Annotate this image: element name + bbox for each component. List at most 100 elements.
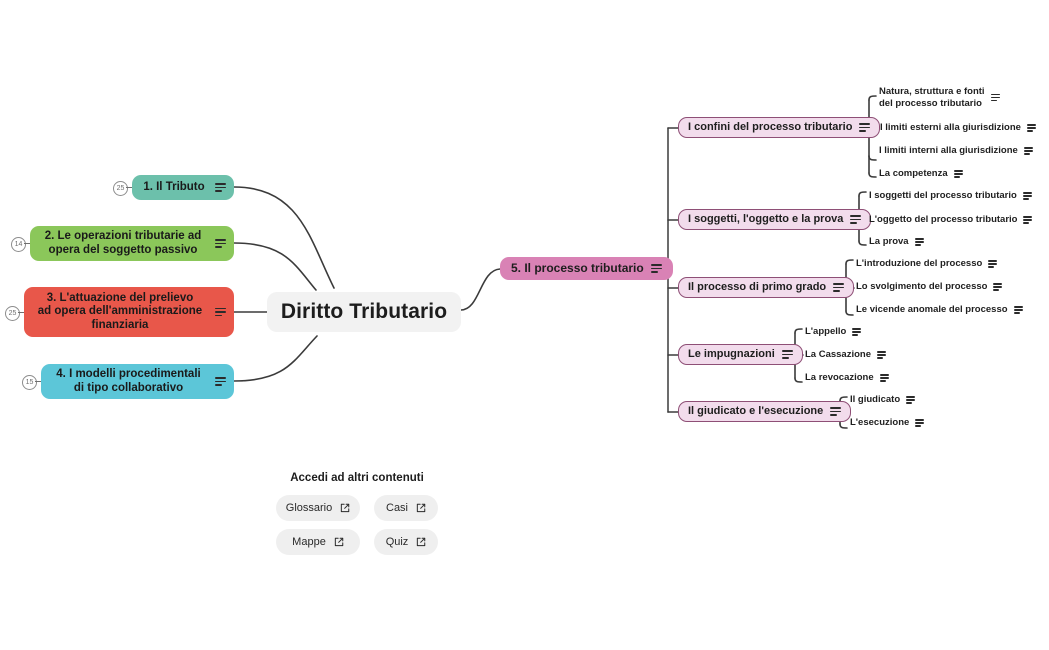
badge-tributo: 25 — [113, 181, 128, 196]
notes-lines-icon[interactable] — [1026, 123, 1036, 132]
main-branch-operazioni[interactable]: 2. Le operazioni tributarie ad opera del… — [30, 226, 234, 261]
main-branch-modelli-label: 4. I modelli procedimentali di tipo coll… — [56, 367, 201, 394]
notes-lines-icon[interactable] — [830, 407, 842, 416]
leaf-label: La Cassazione — [805, 349, 871, 360]
sub-branch-primogrado-label: Il processo di primo grado — [688, 281, 827, 294]
leaf-soggetti-processo[interactable]: I soggetti del processo tributario — [869, 190, 1032, 202]
leaf-label: Le vicende anomale del processo — [856, 304, 1008, 315]
sub-branch-confini-label: I confini del processo tributario — [688, 121, 853, 134]
casi-button[interactable]: Casi — [374, 495, 438, 521]
badge-stem-modelli — [35, 381, 41, 383]
notes-lines-icon[interactable] — [993, 282, 1003, 291]
leaf-introduzione-processo[interactable]: L'introduzione del processo — [856, 258, 998, 270]
leaf-label: I limiti interni alla giurisdizione — [879, 145, 1018, 156]
notes-lines-icon[interactable] — [833, 283, 845, 292]
leaf-label: Il giudicato — [850, 394, 901, 405]
external-link-icon — [334, 537, 344, 547]
leaf-cassazione[interactable]: La Cassazione — [805, 349, 886, 361]
leaf-label: L'esecuzione — [850, 417, 910, 428]
notes-lines-icon[interactable] — [215, 377, 226, 386]
center-node[interactable]: Diritto Tributario — [267, 292, 461, 332]
sub-branch-giudicato[interactable]: Il giudicato e l'esecuzione — [678, 401, 852, 422]
sub-branch-confini[interactable]: I confini del processo tributario — [678, 117, 881, 138]
main-branch-tributo-label: 1. Il Tributo — [143, 180, 205, 193]
leaf-limiti-interni[interactable]: I limiti interni alla giurisdizione — [879, 145, 1033, 157]
glossario-button[interactable]: Glossario — [276, 495, 360, 521]
notes-lines-icon[interactable] — [859, 123, 871, 132]
leaf-vicende-anomale[interactable]: Le vicende anomale del processo — [856, 304, 1023, 316]
leaf-label: L'appello — [805, 326, 847, 337]
leaf-revocazione[interactable]: La revocazione — [805, 372, 889, 384]
notes-lines-icon[interactable] — [1022, 191, 1032, 200]
main-branch-modelli[interactable]: 4. I modelli procedimentali di tipo coll… — [41, 364, 234, 399]
sub-branch-primogrado[interactable]: Il processo di primo grado — [678, 277, 855, 298]
notes-lines-icon[interactable] — [879, 373, 889, 382]
notes-lines-icon[interactable] — [877, 350, 886, 359]
badge-attuazione: 25 — [5, 306, 20, 321]
leaf-label: I limiti esterni alla giurisdizione — [880, 122, 1021, 133]
extras-title: Accedi ad altri contenuti — [290, 472, 424, 484]
leaf-label: Natura, struttura e fonti del processo t… — [879, 86, 985, 109]
leaf-giudicato[interactable]: Il giudicato — [850, 394, 916, 406]
notes-lines-icon[interactable] — [1023, 215, 1033, 224]
leaf-label: Lo svolgimento del processo — [856, 281, 988, 292]
notes-lines-icon[interactable] — [1013, 305, 1023, 314]
notes-lines-icon[interactable] — [990, 93, 1000, 102]
main-branch-processo[interactable]: 5. Il processo tributario — [500, 257, 673, 280]
notes-lines-icon[interactable] — [906, 395, 916, 404]
leaf-label: La competenza — [879, 168, 948, 179]
notes-lines-icon[interactable] — [988, 259, 998, 268]
notes-lines-icon[interactable] — [215, 183, 226, 192]
notes-lines-icon[interactable] — [215, 307, 226, 317]
leaf-label: L'introduzione del processo — [856, 258, 983, 269]
leaf-label: La revocazione — [805, 372, 874, 383]
notes-lines-icon[interactable] — [850, 215, 862, 224]
extras-row-1: Glossario Casi — [262, 495, 452, 521]
leaf-competenza[interactable]: La competenza — [879, 168, 963, 180]
leaf-svolgimento-processo[interactable]: Lo svolgimento del processo — [856, 281, 1003, 293]
mappe-label: Mappe — [292, 536, 326, 548]
leaf-limiti-esterni[interactable]: I limiti esterni alla giurisdizione — [880, 122, 1036, 134]
quiz-label: Quiz — [385, 536, 409, 548]
main-branch-operazioni-label: 2. Le operazioni tributarie ad opera del… — [44, 229, 202, 256]
badge-operazioni: 14 — [11, 237, 26, 252]
main-branch-processo-label: 5. Il processo tributario — [511, 261, 644, 276]
extras-panel: Accedi ad altri contenuti Glossario Casi — [262, 472, 452, 563]
notes-lines-icon[interactable] — [915, 418, 925, 427]
main-branch-tributo[interactable]: 1. Il Tributo — [132, 175, 234, 200]
leaf-oggetto-processo[interactable]: L'oggetto del processo tributario — [869, 214, 1033, 226]
notes-lines-icon[interactable] — [650, 264, 662, 273]
sub-branch-giudicato-label: Il giudicato e l'esecuzione — [688, 405, 824, 418]
extras-row-2: Mappe Quiz — [262, 529, 452, 555]
badge-stem-tributo — [126, 187, 132, 189]
leaf-esecuzione[interactable]: L'esecuzione — [850, 417, 925, 429]
leaf-appello[interactable]: L'appello — [805, 326, 862, 338]
leaf-label: I soggetti del processo tributario — [869, 190, 1017, 201]
glossario-label: Glossario — [285, 502, 333, 514]
sub-branch-impugnazioni-label: Le impugnazioni — [688, 348, 775, 361]
notes-lines-icon[interactable] — [215, 239, 226, 248]
leaf-natura-struttura-fonti[interactable]: Natura, struttura e fonti del processo t… — [879, 86, 1000, 110]
leaf-prova[interactable]: La prova — [869, 236, 924, 248]
notes-lines-icon[interactable] — [953, 169, 963, 178]
sub-branch-soggetti-label: I soggetti, l'oggetto e la prova — [688, 213, 844, 226]
casi-label: Casi — [386, 502, 409, 514]
leaf-label: La prova — [869, 236, 909, 247]
notes-lines-icon[interactable] — [914, 237, 924, 246]
sub-branch-soggetti[interactable]: I soggetti, l'oggetto e la prova — [678, 209, 872, 230]
main-branch-attuazione-label: 3. L'attuazione del prelievo ad opera de… — [37, 291, 203, 331]
notes-lines-icon[interactable] — [1023, 146, 1033, 155]
external-link-icon — [416, 503, 426, 513]
notes-lines-icon[interactable] — [781, 350, 793, 359]
leaf-label: L'oggetto del processo tributario — [869, 214, 1018, 225]
sub-branch-impugnazioni[interactable]: Le impugnazioni — [678, 344, 803, 365]
quiz-button[interactable]: Quiz — [374, 529, 438, 555]
external-link-icon — [416, 537, 426, 547]
main-branch-attuazione[interactable]: 3. L'attuazione del prelievo ad opera de… — [24, 287, 234, 337]
badge-modelli: 15 — [22, 375, 37, 390]
mappe-button[interactable]: Mappe — [276, 529, 360, 555]
center-node-label: Diritto Tributario — [280, 299, 448, 323]
badge-stem-attuazione — [18, 312, 24, 314]
notes-lines-icon[interactable] — [852, 327, 862, 336]
